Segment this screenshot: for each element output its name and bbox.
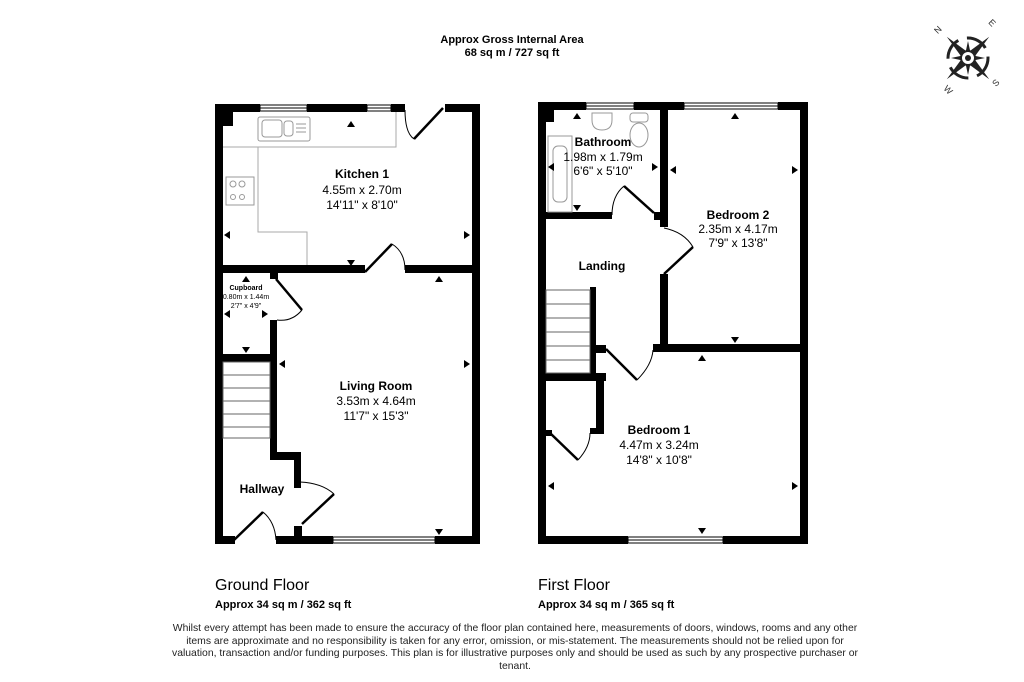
room-imperial: 6'6" x 5'10" xyxy=(573,164,632,178)
room-bedroom-2: Bedroom 2 2.35m x 4.17m 7'9" x 13'8" xyxy=(698,208,777,250)
ground-floor-area: Approx 34 sq m / 362 sq ft xyxy=(215,599,352,611)
room-bathroom: Bathroom 1.98m x 1.79m 6'6" x 5'10" xyxy=(563,135,642,178)
room-landing: Landing xyxy=(579,259,626,273)
first-floor-title: First Floor xyxy=(538,577,610,594)
ground-floor-title: Ground Floor xyxy=(215,577,310,594)
room-name: Hallway xyxy=(240,482,285,496)
compass-w: W xyxy=(942,83,955,96)
gross-area-title: Approx Gross Internal Area xyxy=(440,34,584,46)
compass-e: E xyxy=(986,17,997,28)
ground-floor-plan: Kitchen 1 4.55m x 2.70m 14'11" x 8'10" C… xyxy=(215,104,480,544)
room-bedroom-1: Bedroom 1 4.47m x 3.24m 14'8" x 10'8" xyxy=(619,423,698,467)
room-metric: 4.47m x 3.24m xyxy=(619,438,698,452)
room-imperial: 14'8" x 10'8" xyxy=(626,453,692,467)
room-name: Landing xyxy=(579,259,626,273)
room-metric: 4.55m x 2.70m xyxy=(322,183,401,197)
room-cupboard: Cupboard 0.80m x 1.44m 2'7" x 4'9" xyxy=(223,285,269,310)
room-hallway: Hallway xyxy=(240,482,285,496)
gross-area-header: Approx Gross Internal Area 68 sq m / 727… xyxy=(0,34,1024,60)
gross-area-value: 68 sq m / 727 sq ft xyxy=(464,47,560,59)
room-name: Bedroom 2 xyxy=(707,208,770,222)
room-kitchen: Kitchen 1 4.55m x 2.70m 14'11" x 8'10" xyxy=(322,167,401,212)
ground-stairs xyxy=(222,361,271,439)
first-floor-area: Approx 34 sq m / 365 sq ft xyxy=(538,599,675,611)
room-metric: 0.80m x 1.44m xyxy=(223,294,269,301)
room-imperial: 14'11" x 8'10" xyxy=(326,198,398,212)
room-metric: 1.98m x 1.79m xyxy=(563,150,642,164)
first-floor-plan: Bathroom 1.98m x 1.79m 6'6" x 5'10" Bedr… xyxy=(538,102,808,544)
room-name: Kitchen 1 xyxy=(335,167,389,181)
room-name: Bedroom 1 xyxy=(628,423,691,437)
disclaimer-text: Whilst every attempt has been made to en… xyxy=(172,623,858,672)
room-imperial: 11'7" x 15'3" xyxy=(344,409,409,423)
room-metric: 3.53m x 4.64m xyxy=(336,394,415,408)
room-name: Living Room xyxy=(340,379,413,393)
room-imperial: 2'7" x 4'9" xyxy=(231,303,262,310)
room-imperial: 7'9" x 13'8" xyxy=(708,236,767,250)
first-floor-caption: First Floor Approx 34 sq m / 365 sq ft xyxy=(538,577,674,612)
room-living-room: Living Room 3.53m x 4.64m 11'7" x 15'3" xyxy=(336,379,415,423)
first-stairs xyxy=(545,289,591,374)
ground-floor-caption: Ground Floor Approx 34 sq m / 362 sq ft xyxy=(215,577,351,612)
room-metric: 2.35m x 4.17m xyxy=(698,222,777,236)
compass-n: N xyxy=(932,24,944,36)
compass-s: S xyxy=(990,77,1001,88)
compass-rose-icon: N E S W xyxy=(932,17,1001,97)
room-name: Bathroom xyxy=(575,135,632,149)
room-name: Cupboard xyxy=(229,285,262,292)
